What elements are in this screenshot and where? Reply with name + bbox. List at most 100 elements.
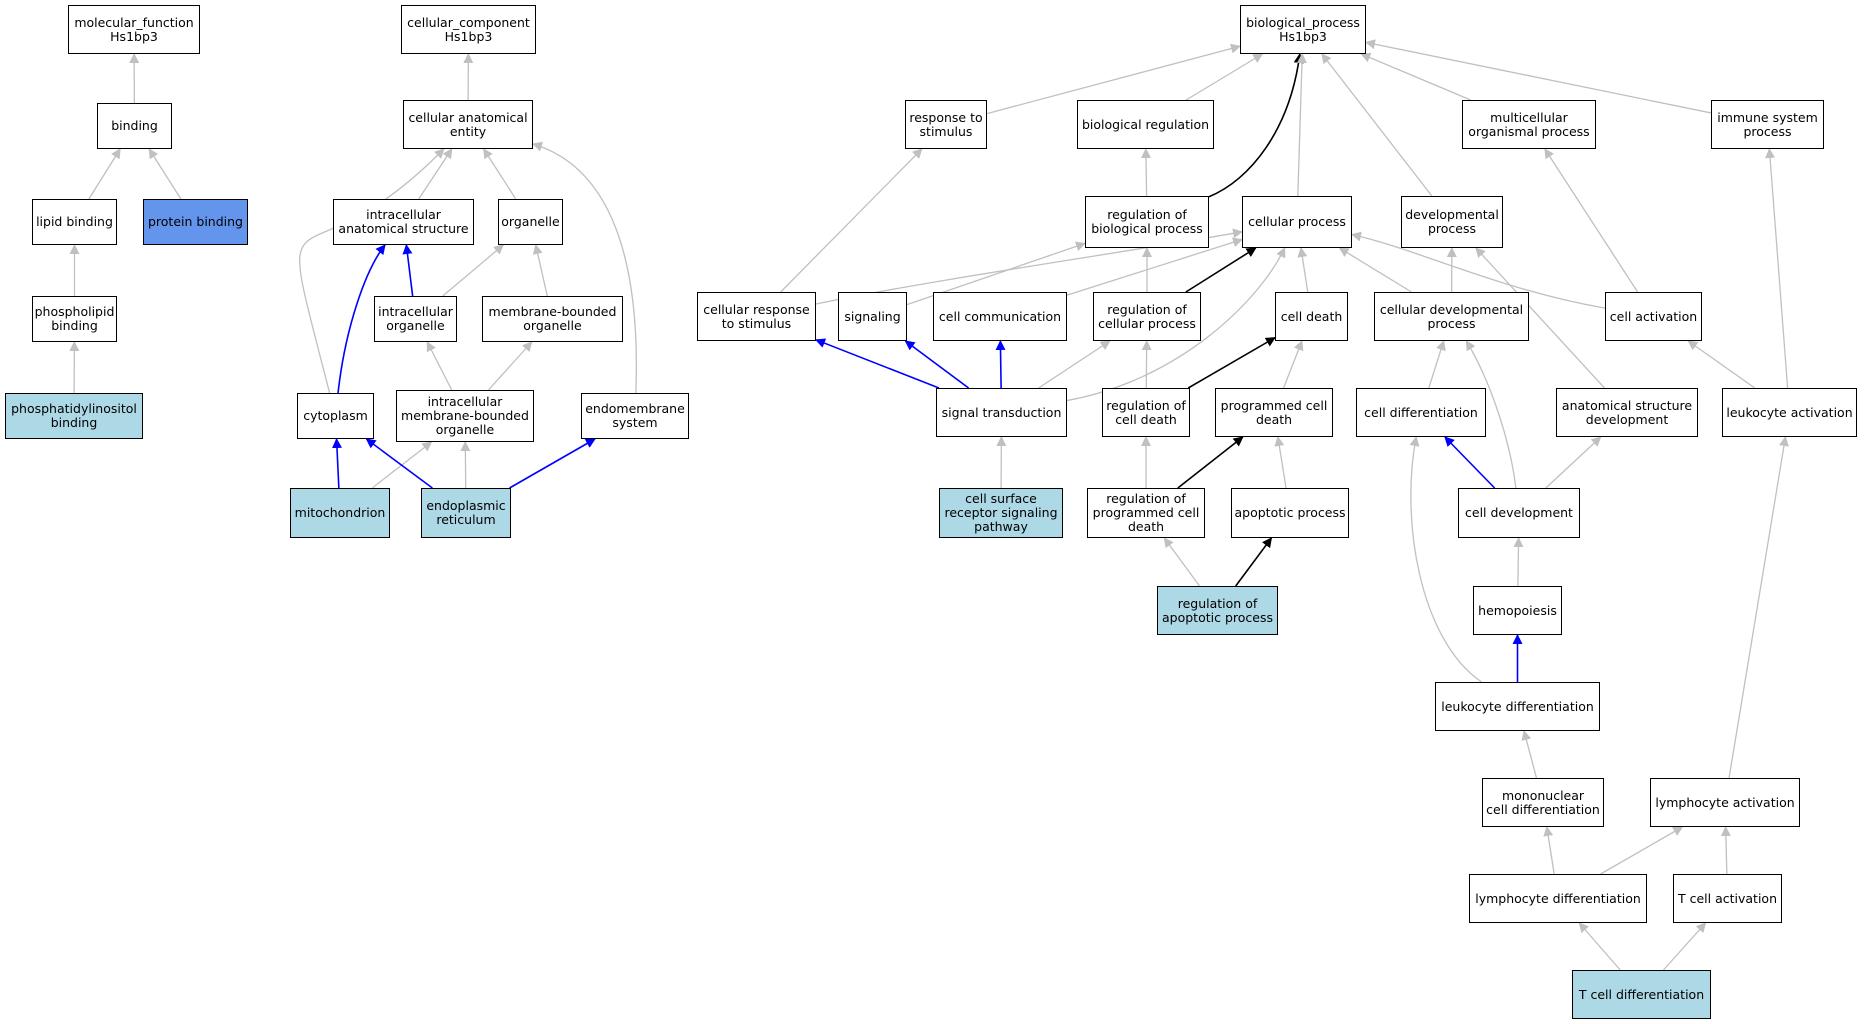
edge-cdiff-to-cdp [1428,340,1446,389]
go-term-node-pcd[interactable]: programmed cell death [1215,388,1333,437]
go-term-node-mcd[interactable]: mononuclear cell differentiation [1482,778,1604,827]
go-term-node-ca[interactable]: cell activation [1605,292,1702,341]
go-term-node-hemo[interactable]: hemopoiesis [1473,586,1562,635]
go-term-node-breg[interactable]: biological regulation [1077,100,1214,149]
edge-celldeath-to-cp [1297,247,1309,293]
go-term-node-cae[interactable]: cellular anatomical entity [403,100,533,149]
go-term-node-isp[interactable]: immune system process [1711,100,1824,149]
go-term-node-rap[interactable]: regulation of apoptotic process [1157,586,1278,635]
go-term-node-organelle[interactable]: organelle [498,199,563,245]
edge-ca-to-mop [1544,148,1639,293]
edge-rap-to-ap [1235,537,1273,587]
go-term-node-asd[interactable]: anatomical structure development [1556,388,1698,437]
edge-lymphdiff-to-lymphact [1600,826,1684,875]
go-term-node-celldeath[interactable]: cell death [1275,292,1348,341]
edge-cdev-to-cdp [1465,340,1517,489]
edge-asd-to-dp [1475,247,1605,389]
go-term-node-rpcd[interactable]: regulation of programmed cell death [1087,488,1205,538]
go-term-node-pi_binding[interactable]: phosphatidylinositol binding [5,393,143,439]
edge-rts-to-bp [986,43,1241,115]
edge-st-to-cc2 [995,340,1006,389]
go-term-node-cdiff[interactable]: cell differentiation [1356,388,1486,437]
edge-io-to-organelle [442,244,504,297]
go-term-node-rts[interactable]: response to stimulus [905,100,987,149]
edge-mito-to-cytoplasm [331,438,342,489]
go-term-node-ld[interactable]: leukocyte differentiation [1435,682,1600,731]
go-term-node-phospholipid_binding[interactable]: phospholipid binding [32,296,117,342]
go-term-node-cc[interactable]: cellular_component Hs1bp3 [401,5,536,54]
edge-protein_binding-to-binding [148,148,182,200]
edge-er-to-cytoplasm [365,438,433,489]
go-term-node-mf[interactable]: molecular_function Hs1bp3 [68,5,200,54]
edge-imbo-to-mbo [487,341,533,391]
edge-ca-to-cp [1351,231,1606,309]
edge-ap-to-pcd [1274,436,1287,489]
edge-rbp-to-breg [1141,148,1152,197]
edge-imbo-to-io [426,341,453,391]
go-term-node-imbo[interactable]: intracellular membrane-bounded organelle [396,390,534,442]
go-term-node-mbo[interactable]: membrane-bounded organelle [482,296,623,342]
go-term-node-binding[interactable]: binding [97,103,172,149]
go-term-node-csrsp[interactable]: cell surface receptor signaling pathway [939,488,1063,538]
edge-tcd-to-lymphdiff [1578,922,1621,971]
go-term-node-cc2[interactable]: cell communication [933,292,1067,341]
edge-er-to-endomembrane [509,438,596,489]
edge-cc2-to-cp [1066,237,1243,296]
go-term-node-cdp[interactable]: cellular developmental process [1374,292,1529,341]
edge-lymphdiff-to-mcd [1543,826,1555,875]
go-term-node-signaling[interactable]: signaling [838,292,907,341]
go-term-node-lymphact[interactable]: lymphocyte activation [1650,778,1800,827]
go-term-node-ap[interactable]: apoptotic process [1231,488,1349,538]
edge-st-to-signaling [904,340,970,389]
go-term-node-mop[interactable]: multicellular organismal process [1462,100,1596,149]
go-term-node-bp[interactable]: biological_process Hs1bp3 [1240,5,1366,54]
go-term-node-cytoplasm[interactable]: cytoplasm [297,393,374,439]
go-term-node-protein_binding[interactable]: protein binding [143,199,248,245]
go-term-node-dp[interactable]: developmental process [1401,196,1503,248]
go-term-node-cp[interactable]: cellular process [1242,196,1352,248]
go-term-node-lymphdiff[interactable]: lymphocyte differentiation [1469,874,1647,923]
go-term-node-crs[interactable]: cellular response to stimulus [697,292,816,341]
edge-ld-to-cdiff [1409,436,1482,683]
go-term-node-rbp[interactable]: regulation of biological process [1085,196,1209,248]
edge-tca-to-lymphact [1720,826,1731,875]
go-term-node-tca[interactable]: T cell activation [1673,874,1782,923]
edge-mop-to-bp [1360,52,1471,101]
edge-cdp-to-cp [1338,247,1412,293]
edge-mbo-to-organelle [532,244,548,297]
go-term-node-io[interactable]: intracellular organelle [374,296,457,342]
edge-la-to-isp [1765,148,1789,389]
edge-hemo-to-cdev [1513,537,1524,587]
edge-mcd-to-ld [1521,730,1538,779]
go-term-node-rcp[interactable]: regulation of cellular process [1093,292,1201,341]
edge-cp-to-bp [1296,53,1307,197]
edge-breg-to-bp [1185,53,1264,101]
edge-isp-to-bp [1365,39,1712,114]
go-term-node-cdev[interactable]: cell development [1458,488,1580,538]
edge-lipid_binding-to-binding [88,148,121,200]
edge-cdev-to-cdiff [1444,436,1496,489]
go-term-node-mito[interactable]: mitochondrion [290,488,390,538]
edge-rap-to-rpcd [1163,537,1201,587]
go-term-node-ias[interactable]: intracellular anatomical structure [333,199,474,245]
edge-io-to-ias [402,244,414,297]
edge-st-to-crs [815,338,940,389]
edge-cytoplasm-to-cae [299,148,445,394]
edge-cdev-to-asd [1545,436,1602,489]
go-term-node-st[interactable]: signal transduction [936,388,1067,437]
go-term-node-la[interactable]: leukocyte activation [1722,388,1857,437]
go-term-node-tcd[interactable]: T cell differentiation [1572,970,1711,1019]
edge-cytoplasm-to-ias [337,244,386,394]
edge-organelle-to-cae [483,148,517,200]
edge-ias-to-cae [418,148,453,200]
edge-crs-to-rts [780,148,923,293]
go-term-node-lipid_binding[interactable]: lipid binding [32,199,117,245]
edge-st-to-rcp [1038,340,1111,389]
go-term-node-rcd[interactable]: regulation of cell death [1102,388,1190,437]
go-term-node-er[interactable]: endoplasmic reticulum [421,488,511,538]
go-term-node-endomembrane[interactable]: endomembrane system [581,393,689,439]
edge-endomembrane-to-cae [532,141,637,394]
edge-rpcd-to-pcd [1177,436,1244,489]
edge-rcp-to-cp [1185,247,1257,293]
